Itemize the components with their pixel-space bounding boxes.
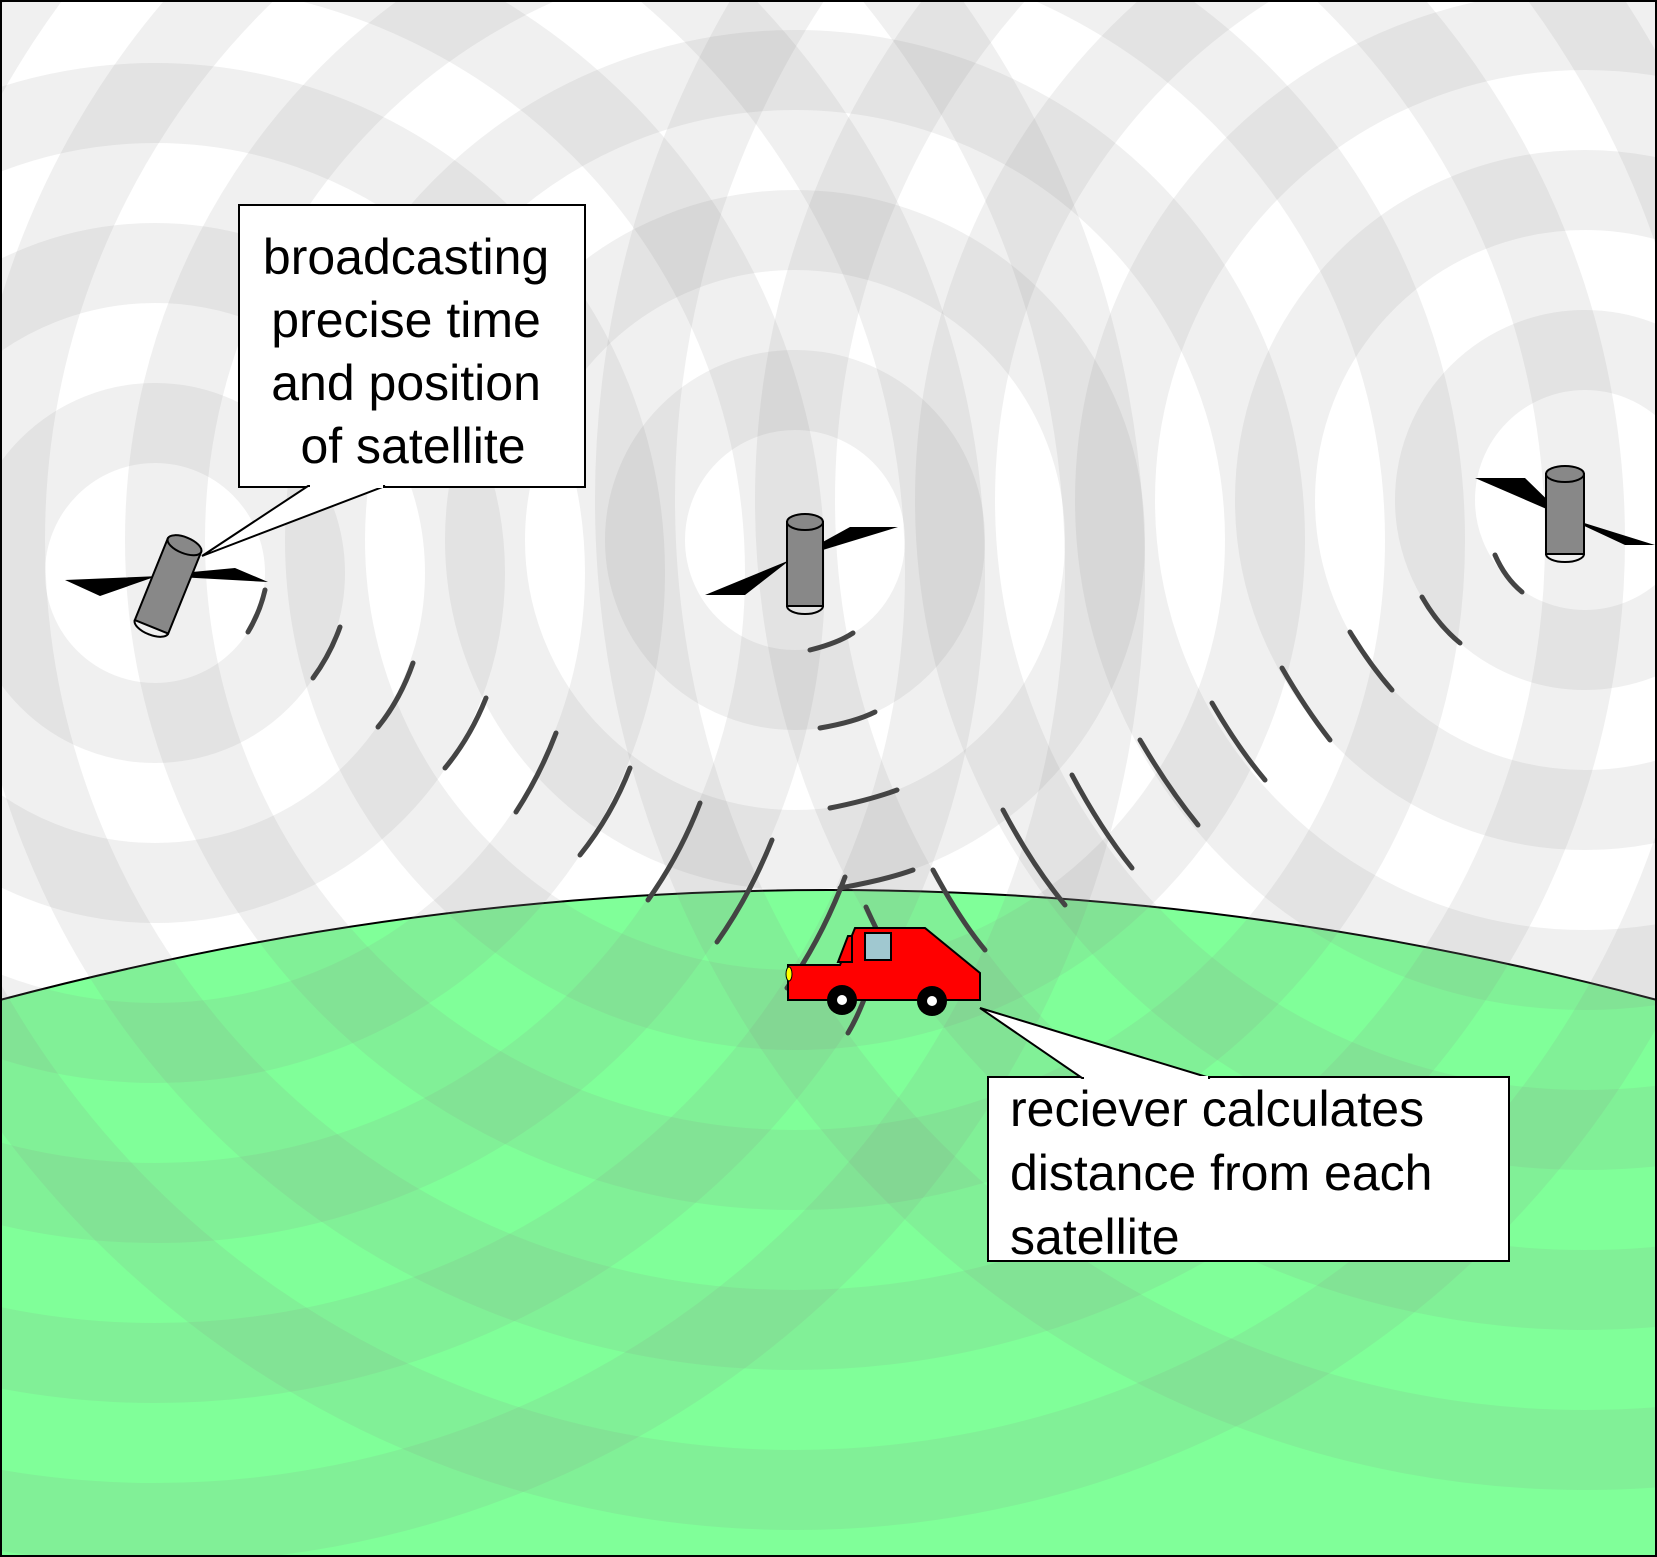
satellite-body xyxy=(1545,473,1585,555)
callout-box xyxy=(987,1076,1510,1262)
car-window-front xyxy=(836,935,853,963)
signal-dash xyxy=(714,837,775,945)
wave-ring xyxy=(2,2,825,1243)
earth-ground xyxy=(2,889,1655,1555)
callout-line: broadcasting xyxy=(263,229,549,285)
signal-dash xyxy=(310,624,343,681)
wave-ring xyxy=(1235,150,1655,850)
signal-dash xyxy=(1347,629,1395,693)
signal-dash xyxy=(1419,594,1463,646)
car-headlight xyxy=(785,966,793,982)
wave-ring xyxy=(2,2,985,1403)
solar-panel xyxy=(1475,478,1655,545)
callout-line: distance from each xyxy=(1010,1145,1432,1201)
signal-dash xyxy=(577,765,633,858)
receiver-callout: reciever calculates distance from each s… xyxy=(979,1007,1510,1265)
signal-dash xyxy=(1279,665,1333,743)
wave-ring xyxy=(125,2,1465,1210)
signal-dash xyxy=(245,587,268,635)
satellite-top xyxy=(1545,465,1585,483)
signal-dash xyxy=(1492,552,1525,595)
callout-line: satellite xyxy=(1010,1209,1180,1265)
wave-ring xyxy=(605,350,985,730)
car-icon xyxy=(785,927,981,1016)
wave-ring xyxy=(2,2,1655,1530)
signal-dash xyxy=(442,695,489,771)
signal-dash xyxy=(513,730,559,815)
satellite-top xyxy=(166,534,203,557)
signal-dash xyxy=(930,867,988,953)
solar-panel xyxy=(705,527,898,595)
satellite-icon xyxy=(1475,465,1655,563)
car-window xyxy=(864,932,892,961)
svg-text:reciever calculates di: reciever calculates distance from each s… xyxy=(1010,1081,1446,1265)
callout-line: of satellite xyxy=(300,418,525,474)
satellite-top xyxy=(786,513,824,531)
satellite-icon xyxy=(705,513,898,615)
wave-ring xyxy=(1395,310,1655,690)
signal-dash xyxy=(1000,807,1068,908)
signal-dash xyxy=(837,867,916,891)
wave-ring xyxy=(285,30,1305,1050)
callout-line: and position xyxy=(271,355,541,411)
wave-ring xyxy=(2,383,345,763)
satellite-icon xyxy=(65,534,268,638)
wave-ring xyxy=(2,223,505,923)
wave-ring xyxy=(2,63,665,1083)
satellite-body xyxy=(786,521,824,607)
signal-dash xyxy=(807,630,856,653)
callout-box xyxy=(238,204,586,488)
wave-ring xyxy=(2,2,1145,1555)
signal-dash xyxy=(375,660,416,730)
wave-ring xyxy=(1075,2,1655,1010)
signal-dash xyxy=(827,787,900,811)
satellite-callout: broadcasting precise time and position o… xyxy=(201,204,586,557)
signal-dash xyxy=(1209,700,1268,783)
wave-ring xyxy=(915,2,1655,1170)
callout-line: precise time xyxy=(271,292,541,348)
solar-panel xyxy=(65,568,268,596)
wave-ring xyxy=(595,2,1655,1490)
signal-dash xyxy=(645,800,703,903)
signal-dash xyxy=(1069,772,1135,871)
svg-text:broadcasting precise t: broadcasting precise time and position o… xyxy=(263,229,563,474)
wave-ring xyxy=(445,190,1145,890)
signal-dash xyxy=(817,709,878,731)
callout-line: reciever calculates xyxy=(1010,1081,1424,1137)
signal-dashes xyxy=(245,552,1525,1036)
wave-ring xyxy=(755,2,1655,1330)
signal-dash xyxy=(1137,737,1201,828)
